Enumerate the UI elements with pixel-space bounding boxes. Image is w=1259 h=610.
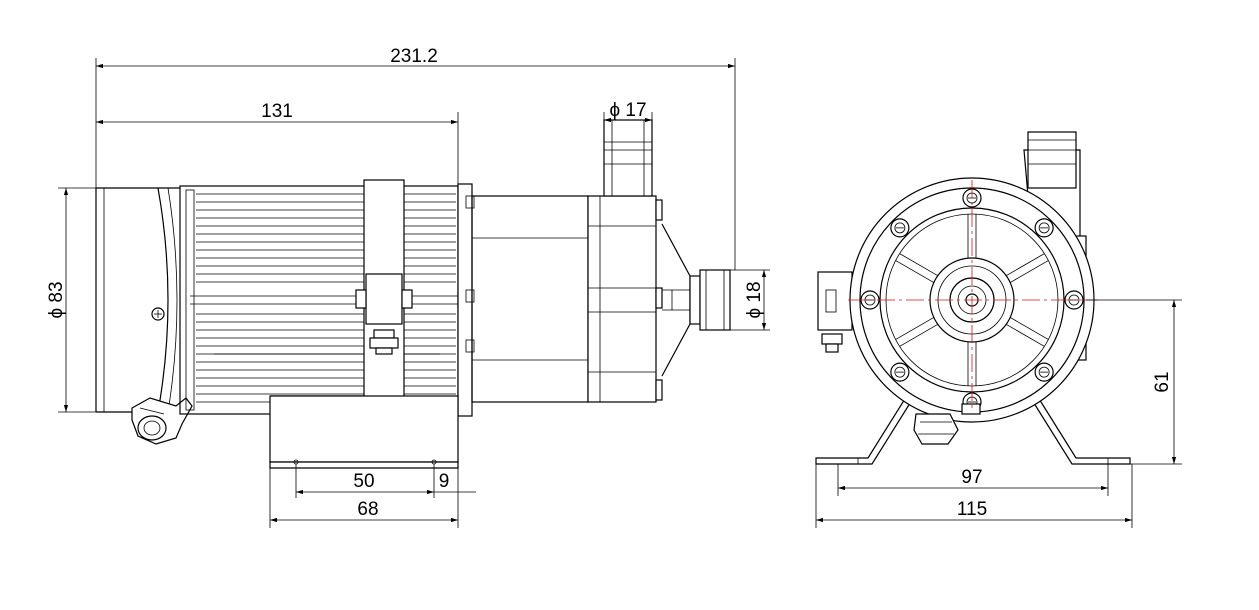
dim-label-base-length: 68 <box>357 499 378 520</box>
dim-label-motor-length: 131 <box>261 101 293 122</box>
dim-label-front-base-width: 115 <box>957 499 987 520</box>
dim-label-front-hole-spacing: 97 <box>961 467 982 488</box>
bolt-inner <box>894 222 906 234</box>
motor-end-cap <box>95 187 180 413</box>
bolt-inner <box>894 366 906 378</box>
outlet-nozzle <box>689 269 731 331</box>
dim-outlet-diameter: ϕ 18 <box>730 269 770 331</box>
dim-label-base-hole-spacing: 50 <box>353 471 374 492</box>
motor-body <box>179 185 459 415</box>
dim-inlet-diameter: ϕ 17 <box>603 100 653 123</box>
dim-label-base-edge-offset: 9 <box>439 471 450 492</box>
front-view: 61 97 115 <box>815 131 1182 528</box>
dim-base: 50 9 68 <box>269 464 476 528</box>
centerlines <box>848 180 1098 412</box>
impeller-spoke <box>899 253 938 276</box>
dim-label-outlet-diameter: ϕ 18 <box>744 281 765 318</box>
terminal-box <box>817 271 853 353</box>
inlet-nozzle <box>603 119 653 197</box>
clamp-band <box>355 179 413 423</box>
impeller-spoke <box>1010 260 1049 283</box>
impeller-spoke <box>895 260 934 283</box>
impeller-spoke <box>899 324 938 347</box>
dim-front-hole-spacing: 97 <box>837 464 1109 496</box>
dim-label-shaft-height: 61 <box>1152 371 1173 392</box>
bolt-inner <box>1038 366 1050 378</box>
dim-overall-length: 231.2 <box>95 46 736 270</box>
impeller-spoke <box>895 317 934 340</box>
dim-label-overall-length: 231.2 <box>390 46 438 67</box>
dim-motor-length: 131 <box>96 101 459 184</box>
pump-housing <box>471 195 691 403</box>
dim-motor-diameter: ϕ 83 <box>46 187 96 413</box>
side-base-bracket <box>269 395 459 469</box>
bolt-inner <box>1038 222 1050 234</box>
cable-gland <box>131 397 193 445</box>
dim-label-inlet-diameter: ϕ 17 <box>609 100 646 121</box>
front-base-bracket <box>815 393 1131 465</box>
impeller-spokes <box>895 214 1049 386</box>
impeller-spoke <box>1006 253 1045 276</box>
front-cable-gland <box>913 403 981 445</box>
impeller-spoke <box>1006 324 1045 347</box>
side-view: 231.2 131 ϕ 17 ϕ 18 ϕ 83 <box>46 46 770 528</box>
dim-label-motor-diameter: ϕ 83 <box>46 281 67 318</box>
impeller-spoke <box>1010 317 1049 340</box>
dim-shaft-height: 61 <box>1086 299 1182 465</box>
dim-front-base-width: 115 <box>815 464 1133 528</box>
housing-bolts <box>860 188 1084 412</box>
